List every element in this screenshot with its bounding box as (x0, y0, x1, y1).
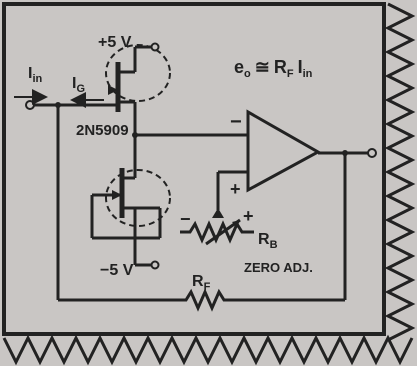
transistor-label: 2N5909 (76, 122, 129, 139)
iin-label: Iin (28, 65, 43, 85)
circuit-wires (30, 45, 370, 312)
vplus-label: +5 V (98, 34, 132, 51)
rf-label: RF (192, 273, 211, 293)
opamp-minus: − (230, 111, 242, 133)
vminus-label: −5 V (100, 262, 134, 279)
zero-adj-label: ZERO ADJ. (244, 260, 313, 275)
right-zigzag (384, 2, 416, 342)
wiper-arrow (212, 208, 224, 218)
pot-minus: − (180, 209, 191, 229)
ig-label: IG (72, 75, 85, 95)
panel-border (2, 2, 386, 336)
rb-label: RB (258, 231, 278, 251)
opamp-plus: + (230, 179, 241, 199)
pot-plus: + (243, 206, 254, 226)
bottom-zigzag (2, 334, 414, 366)
